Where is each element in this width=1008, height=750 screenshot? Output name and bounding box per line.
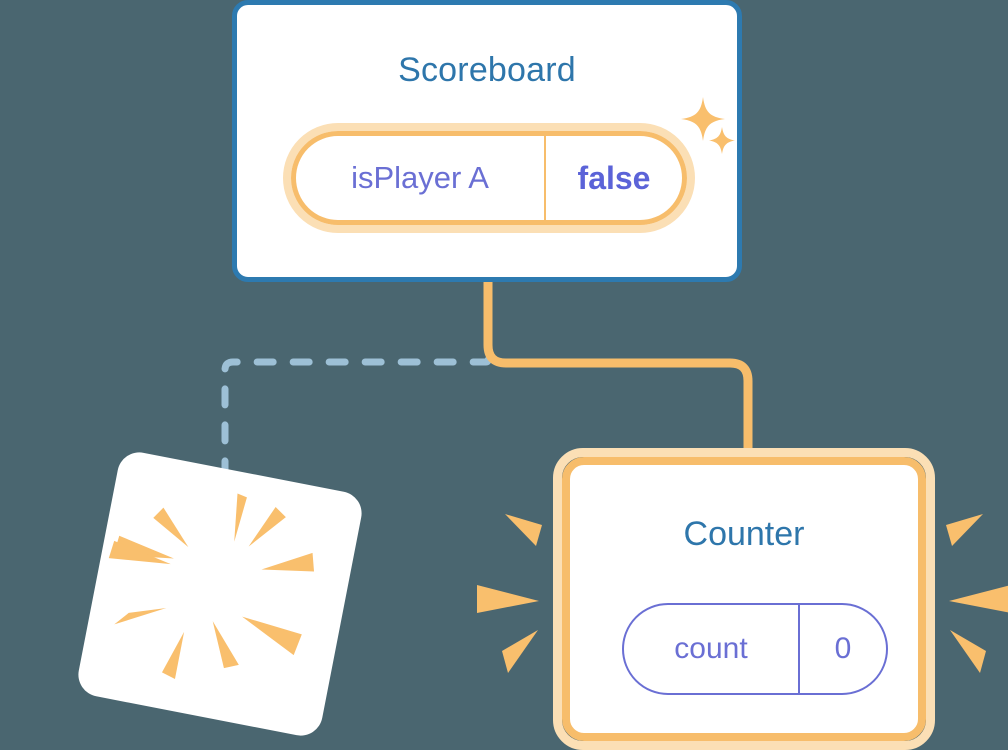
dashed-connector-scoreboard-to-card xyxy=(221,284,492,474)
counter-property-pill[interactable]: count 0 xyxy=(622,603,888,695)
star-ray-e xyxy=(242,616,302,656)
tilted-blank-card[interactable] xyxy=(74,448,366,740)
star-ray-nw xyxy=(153,507,189,548)
scoreboard-card-title: Scoreboard xyxy=(398,51,576,89)
counter-card-frame: Counter count 0 xyxy=(562,457,926,741)
counter-card[interactable]: Counter count 0 xyxy=(553,448,935,750)
solid-connector-scoreboard-to-counter xyxy=(483,282,753,470)
scoreboard-property-pill[interactable]: isPlayer A false xyxy=(283,123,695,233)
starburst-icon xyxy=(108,493,315,679)
star-ray-sse xyxy=(212,621,239,669)
counter-property-value: 0 xyxy=(834,632,852,665)
star-ray-ene xyxy=(261,552,315,572)
scoreboard-property-value: false xyxy=(577,159,651,196)
counter-card-glow xyxy=(553,448,935,750)
star-ray-n xyxy=(234,493,247,542)
star-ray-s xyxy=(161,631,185,679)
star-ray-nne xyxy=(248,507,286,547)
scoreboard-pill-glow xyxy=(283,123,695,233)
star-ray-wnw xyxy=(108,540,171,565)
scoreboard-pill-body: isPlayer A false xyxy=(291,131,687,225)
scoreboard-property-key: isPlayer A xyxy=(296,136,546,220)
star-ray-sw xyxy=(114,608,167,625)
counter-card-title: Counter xyxy=(683,515,805,553)
scoreboard-card[interactable]: Scoreboard isPlayer A false xyxy=(232,0,742,282)
counter-property-key: count xyxy=(624,605,800,693)
